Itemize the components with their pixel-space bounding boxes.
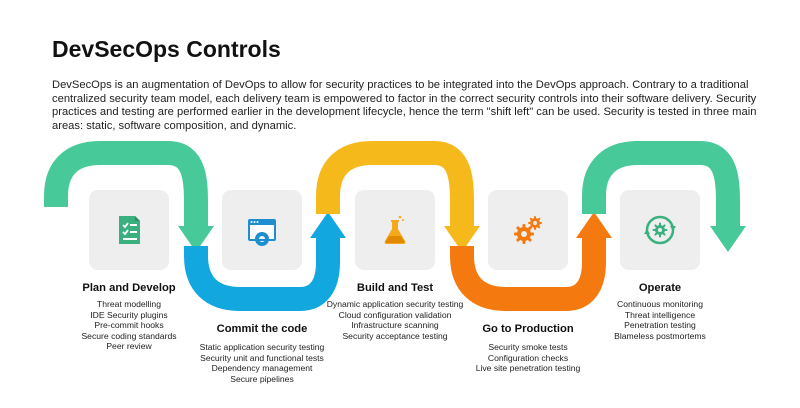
list-item: Live site penetration testing	[475, 363, 581, 374]
stage-plan-box	[89, 190, 169, 270]
page-title: DevSecOps Controls	[52, 36, 281, 62]
list-item: Security acceptance testing	[342, 330, 448, 341]
flow-arrow-green-1	[44, 141, 208, 226]
flow-arrow-orange	[450, 238, 606, 311]
list-item: Peer review	[106, 341, 152, 352]
stage-items-list: Threat modelling IDE Security plugins Pr…	[44, 299, 214, 352]
list-item: IDE Security plugins	[90, 309, 168, 320]
flow-arrowhead-green-1	[178, 226, 214, 252]
list-item: Security smoke tests	[488, 342, 568, 352]
gears-icon	[514, 216, 542, 244]
flow-arrowhead-blue	[310, 212, 346, 238]
list-item: Static application security testing	[199, 342, 325, 352]
stage-production-box	[488, 190, 568, 270]
intro-paragraph: DevSecOps is an augmentation of DevOps t…	[52, 79, 757, 132]
cycle-gear-icon	[644, 215, 676, 245]
stage-label: Build and Test	[356, 282, 434, 294]
flow-arrow-green-2	[582, 141, 740, 226]
flow-arrowhead-yellow	[444, 226, 480, 252]
list-item: Configuration checks	[487, 352, 569, 363]
stage-items-list: Dynamic application security testing Clo…	[310, 299, 480, 341]
browser-gear-icon	[248, 219, 276, 246]
list-item: Security unit and functional tests	[200, 352, 324, 363]
list-item: Infrastructure scanning	[351, 320, 439, 331]
stage-label: Plan and Develop	[82, 282, 176, 294]
checklist-icon	[119, 216, 140, 244]
stage-items-list: Static application security testing Secu…	[177, 342, 347, 384]
flow-arrowhead-orange	[576, 212, 612, 238]
list-item: Threat intelligence	[624, 309, 696, 320]
list-item: Threat modelling	[96, 299, 161, 309]
flask-icon	[384, 215, 406, 244]
list-item: Dependency management	[211, 363, 313, 374]
list-item: Dynamic application security testing	[326, 299, 464, 309]
list-item: Pre-commit hooks	[94, 320, 164, 331]
stage-items-list: Continuous monitoring Threat intelligenc…	[575, 299, 745, 341]
list-item: Blameless postmortems	[614, 330, 706, 341]
stage-operate-box	[620, 190, 700, 270]
stage-label: Operate	[638, 282, 682, 294]
list-item: Continuous monitoring	[617, 299, 703, 309]
list-item: Secure pipelines	[230, 373, 294, 384]
flow-arrow-yellow	[316, 141, 474, 226]
stage-commit-box	[222, 190, 302, 270]
stage-label: Commit the code	[216, 323, 308, 335]
list-item: Cloud configuration validation	[338, 309, 452, 320]
list-item: Secure coding standards	[81, 330, 177, 341]
stage-items-list: Security smoke tests Configuration check…	[443, 342, 613, 374]
flow-arrow-blue	[184, 238, 340, 311]
stage-build-box	[355, 190, 435, 270]
stage-label: Go to Production	[482, 323, 574, 335]
flow-arrowhead-green-2	[710, 226, 746, 252]
list-item: Penetration testing	[624, 320, 696, 331]
